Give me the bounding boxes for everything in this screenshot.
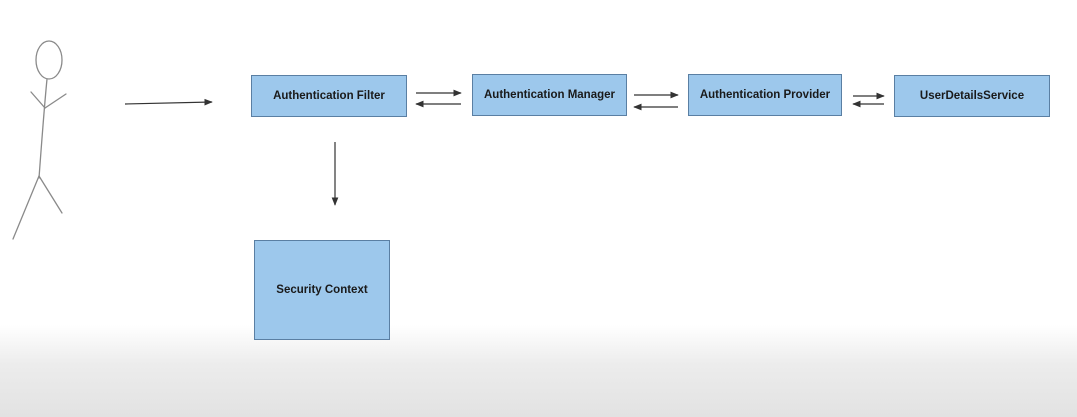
authentication-provider-box: Authentication Provider	[688, 74, 842, 116]
authentication-manager-box: Authentication Manager	[472, 74, 627, 116]
actor-arm-right	[44, 93, 67, 109]
authentication-manager-label: Authentication Manager	[484, 89, 615, 101]
authentication-provider-label: Authentication Provider	[699, 89, 831, 101]
user-details-service-label: UserDetailsService	[919, 90, 1025, 102]
security-context-label: Security Context	[276, 284, 368, 296]
actor-body	[38, 78, 48, 179]
actor-leg-left	[12, 175, 40, 240]
actor-arm-left	[30, 91, 46, 109]
authentication-filter-label: Authentication Filter	[273, 90, 385, 102]
actor-leg-right	[38, 175, 63, 214]
user-details-service-box: UserDetailsService	[894, 75, 1050, 117]
actor-head	[35, 40, 63, 80]
actor-stick-figure	[12, 40, 67, 240]
authentication-filter-box: Authentication Filter	[251, 75, 407, 117]
arrow-actor-to-filter	[124, 98, 213, 106]
security-context-box: Security Context	[254, 240, 390, 340]
